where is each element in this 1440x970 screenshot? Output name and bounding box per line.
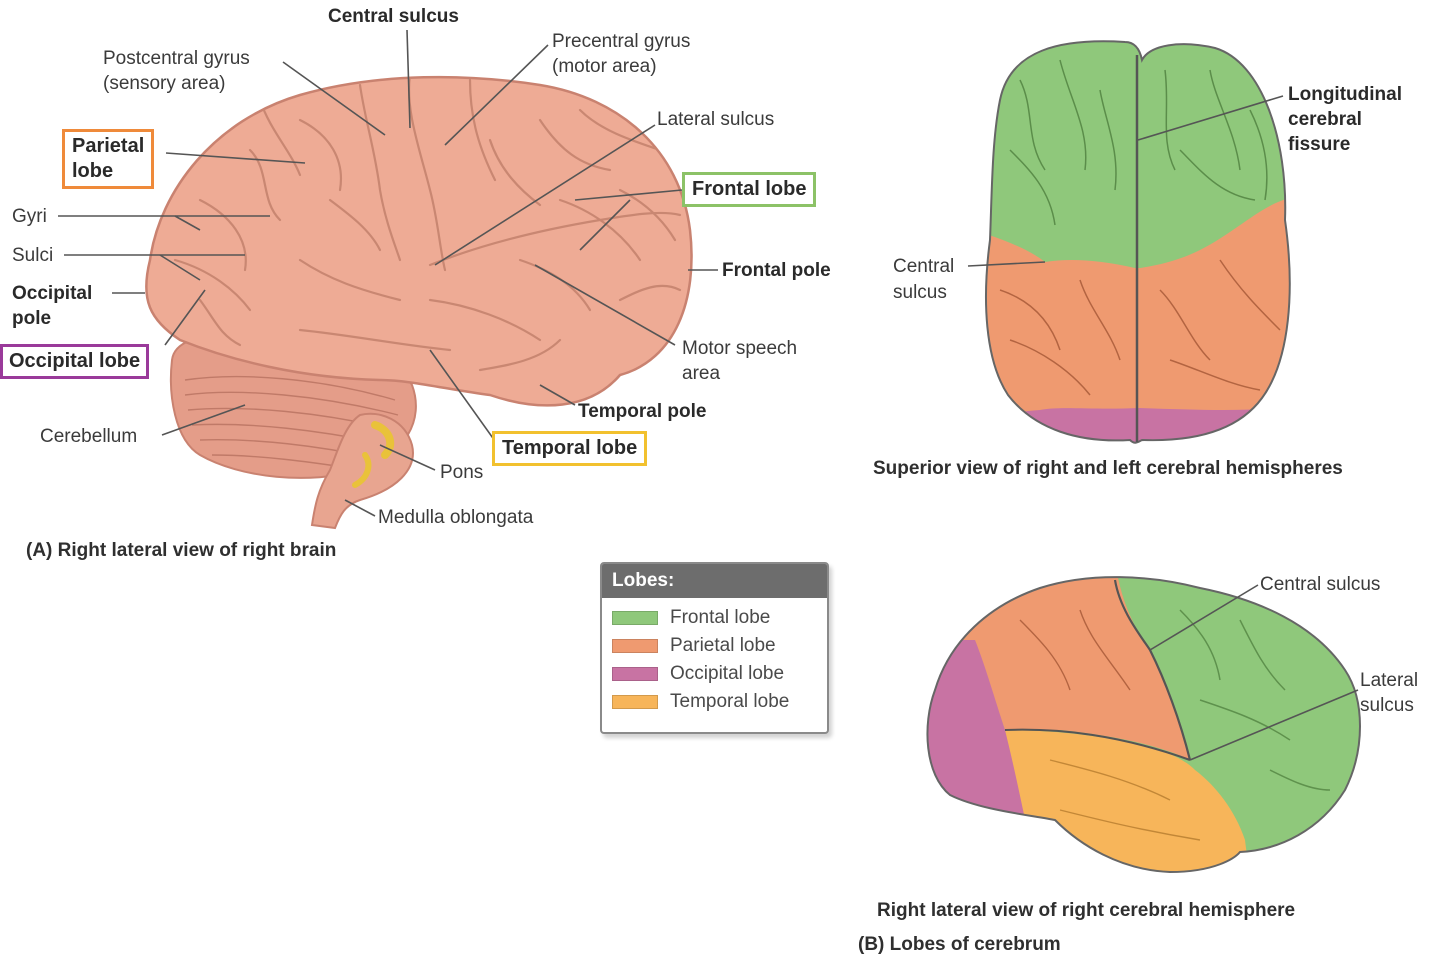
label-frontal-pole: Frontal pole: [722, 260, 831, 281]
caption-lateral-view: Right lateral view of right cerebral hem…: [877, 900, 1296, 921]
label-motor-speech-2: area: [682, 363, 721, 384]
label-motor-speech: Motor speech: [682, 338, 798, 359]
label-precentral-gyrus: Precentral gyrus: [552, 31, 691, 52]
parietal-lobe-box: Parietal lobe: [62, 129, 155, 189]
label-occipital-pole: Occipital: [12, 283, 93, 304]
label-superior-central-sulcus: Central: [893, 256, 955, 277]
lateral-view-brain: [926, 576, 1361, 874]
frontal-lobe-label: Frontal lobe: [692, 178, 807, 200]
label-central-sulcus: Central sulcus: [328, 6, 459, 27]
legend-item-occipital: Occipital lobe: [602, 660, 827, 688]
legend-swatch-occipital: [612, 667, 658, 681]
label-longitudinal-fissure-2: cerebral: [1288, 109, 1362, 130]
cerebrum-shape: [145, 75, 693, 407]
occipital-lobe-label: Occipital lobe: [9, 350, 141, 372]
frontal-lobe-box: Frontal lobe: [682, 172, 817, 207]
label-gyri: Gyri: [12, 206, 47, 227]
label-lateral-view-lateral-sulcus: Lateral: [1360, 670, 1419, 691]
parietal-lobe-label: Parietal: [72, 135, 145, 157]
label-longitudinal-fissure: Longitudinal: [1288, 84, 1402, 105]
legend-swatch-temporal: [612, 695, 658, 709]
label-temporal-pole: Temporal pole: [578, 401, 707, 422]
panel-a-brain: [58, 29, 718, 530]
legend-label-parietal: Parietal lobe: [670, 635, 776, 656]
label-superior-central-sulcus-2: sulcus: [893, 282, 947, 303]
label-lateral-sulcus: Lateral sulcus: [657, 109, 775, 130]
label-occipital-pole-2: pole: [12, 308, 52, 329]
label-lateral-view-lateral-sulcus-2: sulcus: [1360, 695, 1414, 716]
label-cerebellum: Cerebellum: [40, 426, 138, 447]
label-medulla-oblongata: Medulla oblongata: [378, 507, 534, 528]
occipital-lobe-box: Occipital lobe: [0, 344, 150, 379]
label-sulci: Sulci: [12, 245, 54, 266]
legend-swatch-parietal: [612, 639, 658, 653]
caption-panel-a: (A) Right lateral view of right brain: [26, 540, 337, 561]
label-precentral-gyrus-sub: (motor area): [552, 56, 657, 77]
label-lateral-central-sulcus: Central sulcus: [1260, 574, 1381, 595]
label-pons: Pons: [440, 462, 484, 483]
legend-item-parietal: Parietal lobe: [602, 632, 827, 660]
label-longitudinal-fissure-3: fissure: [1288, 134, 1351, 155]
superior-view-brain: [967, 40, 1291, 444]
legend-title: Lobes:: [602, 564, 827, 598]
legend-item-temporal: Temporal lobe: [602, 688, 827, 716]
temporal-lobe-label: Temporal lobe: [502, 437, 638, 459]
legend-item-frontal: Frontal lobe: [602, 604, 827, 632]
legend-label-frontal: Frontal lobe: [670, 607, 771, 628]
legend-label-temporal: Temporal lobe: [670, 691, 790, 712]
caption-panel-b: (B) Lobes of cerebrum: [858, 934, 1061, 955]
lobes-legend: Lobes: Frontal lobe Parietal lobe Occipi…: [600, 562, 829, 734]
parietal-lobe-label-2: lobe: [72, 160, 114, 182]
temporal-lobe-box: Temporal lobe: [492, 431, 648, 466]
legend-swatch-frontal: [612, 611, 658, 625]
caption-superior-view: Superior view of right and left cerebral…: [873, 458, 1343, 479]
label-postcentral-gyrus: Postcentral gyrus: [103, 48, 250, 69]
legend-label-occipital: Occipital lobe: [670, 663, 785, 684]
label-postcentral-gyrus-sub: (sensory area): [103, 73, 226, 94]
